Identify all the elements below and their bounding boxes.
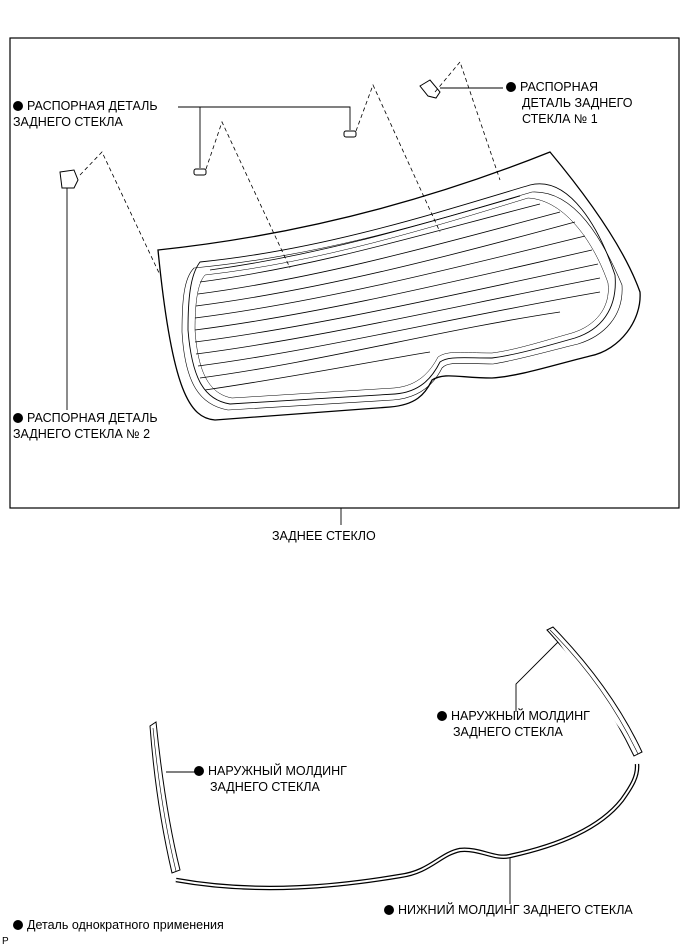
rear-glass-outline bbox=[157, 151, 641, 421]
label-outer-molding-right: НАРУЖНЫЙ МОЛДИНГ ЗАДНЕГО СТЕКЛА bbox=[437, 708, 590, 740]
non-reusable-dot-icon bbox=[194, 766, 204, 776]
install-lines bbox=[79, 61, 501, 276]
leader-lines bbox=[66, 87, 559, 904]
label-outer-molding-left: НАРУЖНЫЙ МОЛДИНГ ЗАДНЕГО СТЕКЛА bbox=[194, 763, 347, 795]
spacer-no1-part bbox=[419, 79, 441, 99]
non-reusable-dot-icon bbox=[13, 920, 23, 930]
label-spacer-no2: РАСПОРНАЯ ДЕТАЛЬ ЗАДНЕГО СТЕКЛА № 2 bbox=[13, 411, 158, 441]
outer-molding-left-part bbox=[149, 721, 181, 874]
label-spacer-rear-window: РАСПОРНАЯ ДЕТАЛЬ ЗАДНЕГО СТЕКЛА bbox=[13, 99, 158, 129]
outer-molding-right-part bbox=[546, 626, 643, 757]
non-reusable-dot-icon bbox=[506, 82, 516, 92]
legend-non-reusable: Деталь однократного применения bbox=[13, 917, 224, 933]
non-reusable-dot-icon bbox=[13, 413, 23, 423]
inner-border-3 bbox=[194, 197, 609, 399]
spacer-no2-part bbox=[59, 169, 79, 189]
non-reusable-dot-icon bbox=[384, 905, 394, 915]
defroster-border bbox=[187, 183, 616, 405]
label-spacer-no1: РАСПОРНАЯ ДЕТАЛЬ ЗАДНЕГО СТЕКЛА № 1 bbox=[506, 79, 632, 127]
label-rear-glass: ЗАДНЕЕ СТЕКЛО bbox=[272, 529, 376, 543]
lower-molding-part bbox=[175, 763, 640, 891]
spacer-center-part bbox=[343, 130, 357, 138]
corner-code: P bbox=[2, 936, 9, 947]
inner-border-2 bbox=[181, 191, 623, 411]
label-lower-molding: НИЖНИЙ МОЛДИНГ ЗАДНЕГО СТЕКЛА bbox=[384, 902, 633, 918]
spacer-left-part bbox=[193, 168, 207, 176]
defroster-lines bbox=[194, 195, 601, 391]
non-reusable-dot-icon bbox=[437, 711, 447, 721]
diagram-frame bbox=[9, 37, 680, 509]
non-reusable-dot-icon bbox=[13, 101, 23, 111]
